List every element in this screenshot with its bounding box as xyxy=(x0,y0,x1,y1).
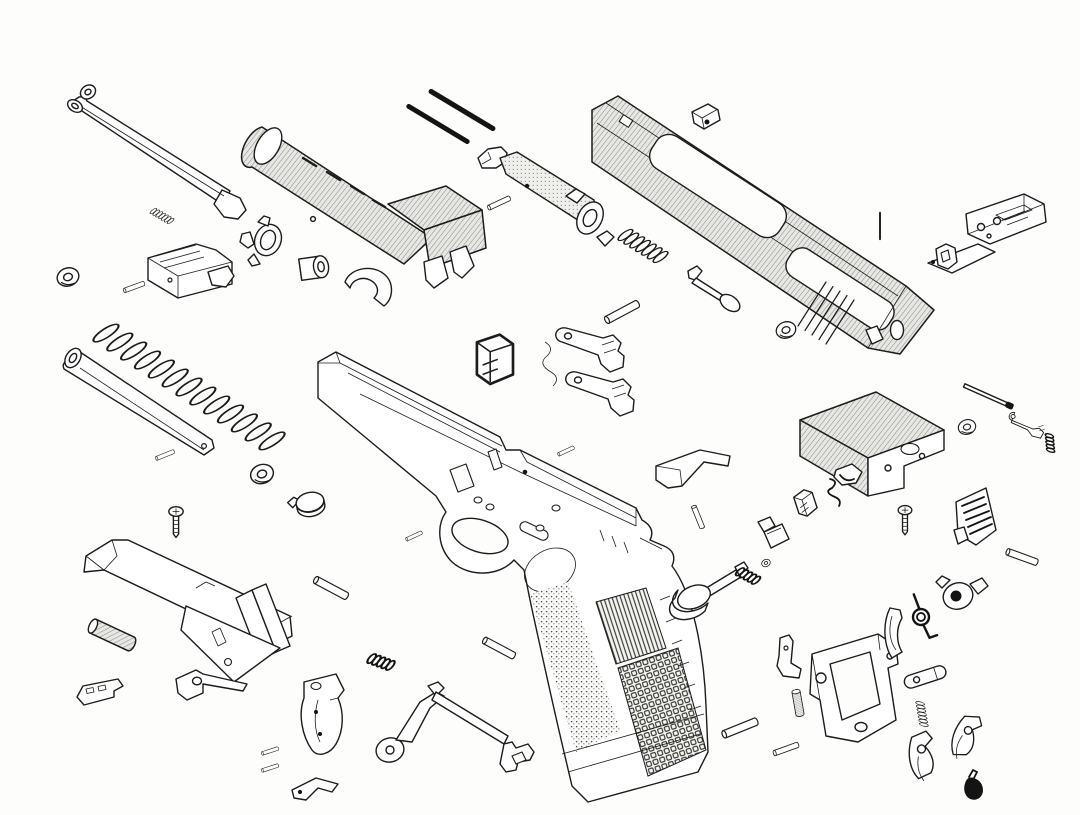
extractor-block: Extractor block xyxy=(147,243,235,299)
muzzle-shell: Muzzle cap half-shell xyxy=(344,267,393,307)
hammer-small-2: Small hammer lever xyxy=(946,710,985,764)
pin-7: Small pin xyxy=(260,746,280,756)
connector-plate: Serrated connector plate xyxy=(953,487,997,546)
pin-2: Small pin xyxy=(486,195,512,211)
striker-spring-small: Small coil spring xyxy=(148,205,176,227)
parts-layer: Frame / receiver with grip and trigger g… xyxy=(54,80,1056,803)
bushing-ring: Bushing ring xyxy=(247,460,277,488)
roller: Roller wheel xyxy=(955,416,979,438)
screw-1: Phillips screw xyxy=(168,506,184,539)
trigger-housing-bracket: Trigger housing bracket xyxy=(809,633,899,743)
barrel-bushing-ring: Barrel bushing ring with mount tabs xyxy=(239,215,287,267)
outer-barrel: Barrel with chamber block and locking lu… xyxy=(240,121,488,290)
pin-6: Small pin xyxy=(404,530,424,542)
latch-plate: Small latch plate xyxy=(291,777,339,801)
ejector-rod-thin: Thin rod with dark tip xyxy=(962,382,1015,411)
ring-tiny: Tiny ring xyxy=(760,557,772,569)
trigger-housing-block: Trigger mechanism housing block xyxy=(799,391,945,497)
slide-stop-lever-pair: Slide stop lever pair with wire spring xyxy=(543,328,634,416)
safety-block: Grooved safety block xyxy=(791,486,820,519)
pin-5: Small pin xyxy=(556,445,576,457)
clip-small: Small bent clip lever xyxy=(757,516,790,549)
trigger-bar: Trigger bar with cruciform sear xyxy=(372,681,535,773)
firing-pin-plunger: Plunger with disc head xyxy=(687,265,744,316)
ejector-plate: Flat plate with slots xyxy=(76,678,124,706)
ejector-bar: Ejector bar xyxy=(655,449,731,489)
pin-hatched: Hatched cylinder pin xyxy=(791,688,805,718)
extension-spring: Black extension spring xyxy=(364,650,398,674)
black-detent: Small black detent piece xyxy=(963,769,984,801)
pin-black-vertical: Vertical black pin xyxy=(879,211,881,241)
l-lever: L-shaped lever xyxy=(776,634,802,679)
hammer-assembly: Hammer assembly with roller xyxy=(935,575,989,615)
torsion-spring: Torsion spring with legs xyxy=(905,593,945,641)
spring-small-s: Small coil spring xyxy=(915,699,929,729)
spring-tiny-right: Tiny black spring xyxy=(1044,431,1056,455)
slide-grommet: Round grommet xyxy=(773,318,799,342)
bushing-cylinder: Cylinder bushing with bore xyxy=(298,254,331,282)
front-sight: Front sight xyxy=(691,103,721,130)
inner-barrel: Inner barrel tube xyxy=(64,96,247,220)
dot-pin: Tiny dot pin xyxy=(309,215,317,223)
thumb-knob: Dome knob button xyxy=(285,489,328,522)
slide: Slide xyxy=(591,95,935,355)
sear-bar: Sear bar xyxy=(901,663,949,691)
cylinder-small: Small cylinder with angled cut xyxy=(1004,547,1040,567)
pin-white-4: White rod pin xyxy=(480,635,518,661)
trigger: Trigger shoe xyxy=(300,673,345,755)
rear-sight: Adjustable rear sight xyxy=(965,193,1047,245)
frame-receiver: Frame / receiver with grip and trigger g… xyxy=(317,351,709,803)
hammer-small-1: Small hammer lever xyxy=(905,729,939,784)
pin-vertical-1: Thin vertical pin xyxy=(690,504,706,530)
locking-block: Locking block xyxy=(475,333,515,386)
wire-spring: Bent wire spring xyxy=(827,478,841,507)
firing-pin-spring: Firing pin spring xyxy=(615,224,671,268)
recoil-washer: Grommet washer xyxy=(54,264,82,290)
roller-hatched: Hatched roller cylinder xyxy=(85,616,139,654)
hammer-lever: Curved hammer lever xyxy=(884,607,903,659)
rail-chassis: Rail chassis sub-assembly xyxy=(83,539,293,683)
rod-white-1: White rod xyxy=(720,716,760,740)
screw-2: Phillips screw xyxy=(897,504,913,536)
rod-white-2: White rod xyxy=(772,741,800,757)
lever-small-1: Small flat lever xyxy=(1007,411,1047,439)
pin-3: Cylindrical pin xyxy=(602,299,642,325)
pin-4: Small pin xyxy=(154,449,176,461)
pin-1: Small pin xyxy=(122,280,146,294)
pin-8: Small pin xyxy=(260,763,280,773)
rear-sight-blade-plate: Rear sight blade on plate xyxy=(927,243,996,274)
rod-white-3: White rod xyxy=(311,575,351,601)
